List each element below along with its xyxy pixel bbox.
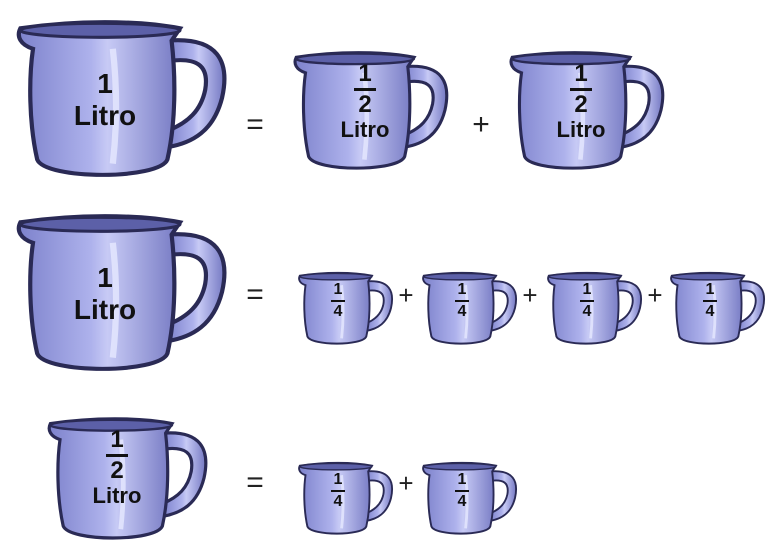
unit-label: Litro [92,483,142,508]
fraction-numerator: 1 [574,60,588,87]
quarter-label: 1 4 [318,282,358,320]
fraction-numerator: 1 [457,471,467,488]
fraction-bar [331,300,345,302]
fraction-denominator: 4 [457,303,467,320]
fraction-denominator: 4 [582,303,592,320]
unit-label: Litro [556,117,606,142]
fraction-denominator: 2 [110,457,124,484]
unit-label: Litro [340,117,390,142]
quarter-label: 1 4 [442,282,482,320]
whole-litro-label: 1 Litro [50,264,160,324]
fraction-numerator: 1 [110,426,124,453]
fraction-bar [455,300,469,302]
half-litro-label: 1 2 Litro [72,428,162,507]
unit-label: Litro [73,294,137,325]
fraction-numerator: 1 [582,281,592,298]
fraction-denominator: 2 [574,91,588,118]
half-litro-label: 1 2 Litro [320,62,410,141]
fraction-numerator: 1 [457,281,467,298]
plus-sign: + [472,108,490,141]
fraction-numerator: 1 [705,281,715,298]
whole-number: 1 [97,68,113,99]
plus-sign: + [398,280,414,310]
quarter-label: 1 4 [442,472,482,510]
whole-number: 1 [97,262,113,293]
equals-sign: = [246,108,264,141]
plus-sign: + [522,280,538,310]
quarter-label: 1 4 [567,282,607,320]
fraction-denominator: 4 [333,303,343,320]
fraction-numerator: 1 [333,281,343,298]
fraction-numerator: 1 [333,471,343,488]
plus-sign: + [647,280,663,310]
equals-sign: = [246,278,264,311]
fraction-bar [106,454,128,457]
fraction-numerator: 1 [358,60,372,87]
whole-litro-label: 1 Litro [50,70,160,130]
fraction-denominator: 4 [333,493,343,510]
plus-sign: + [398,468,414,498]
fraction-bar [580,300,594,302]
fraction-bar [703,300,717,302]
quarter-label: 1 4 [690,282,730,320]
fraction-bar [331,490,345,492]
fraction-denominator: 4 [457,493,467,510]
quarter-label: 1 4 [318,472,358,510]
half-litro-label: 1 2 Litro [536,62,626,141]
unit-label: Litro [73,100,137,131]
fraction-bar [455,490,469,492]
fraction-bar [354,88,376,91]
fraction-bar [570,88,592,91]
equals-sign: = [246,466,264,499]
fraction-denominator: 4 [705,303,715,320]
fraction-denominator: 2 [358,91,372,118]
